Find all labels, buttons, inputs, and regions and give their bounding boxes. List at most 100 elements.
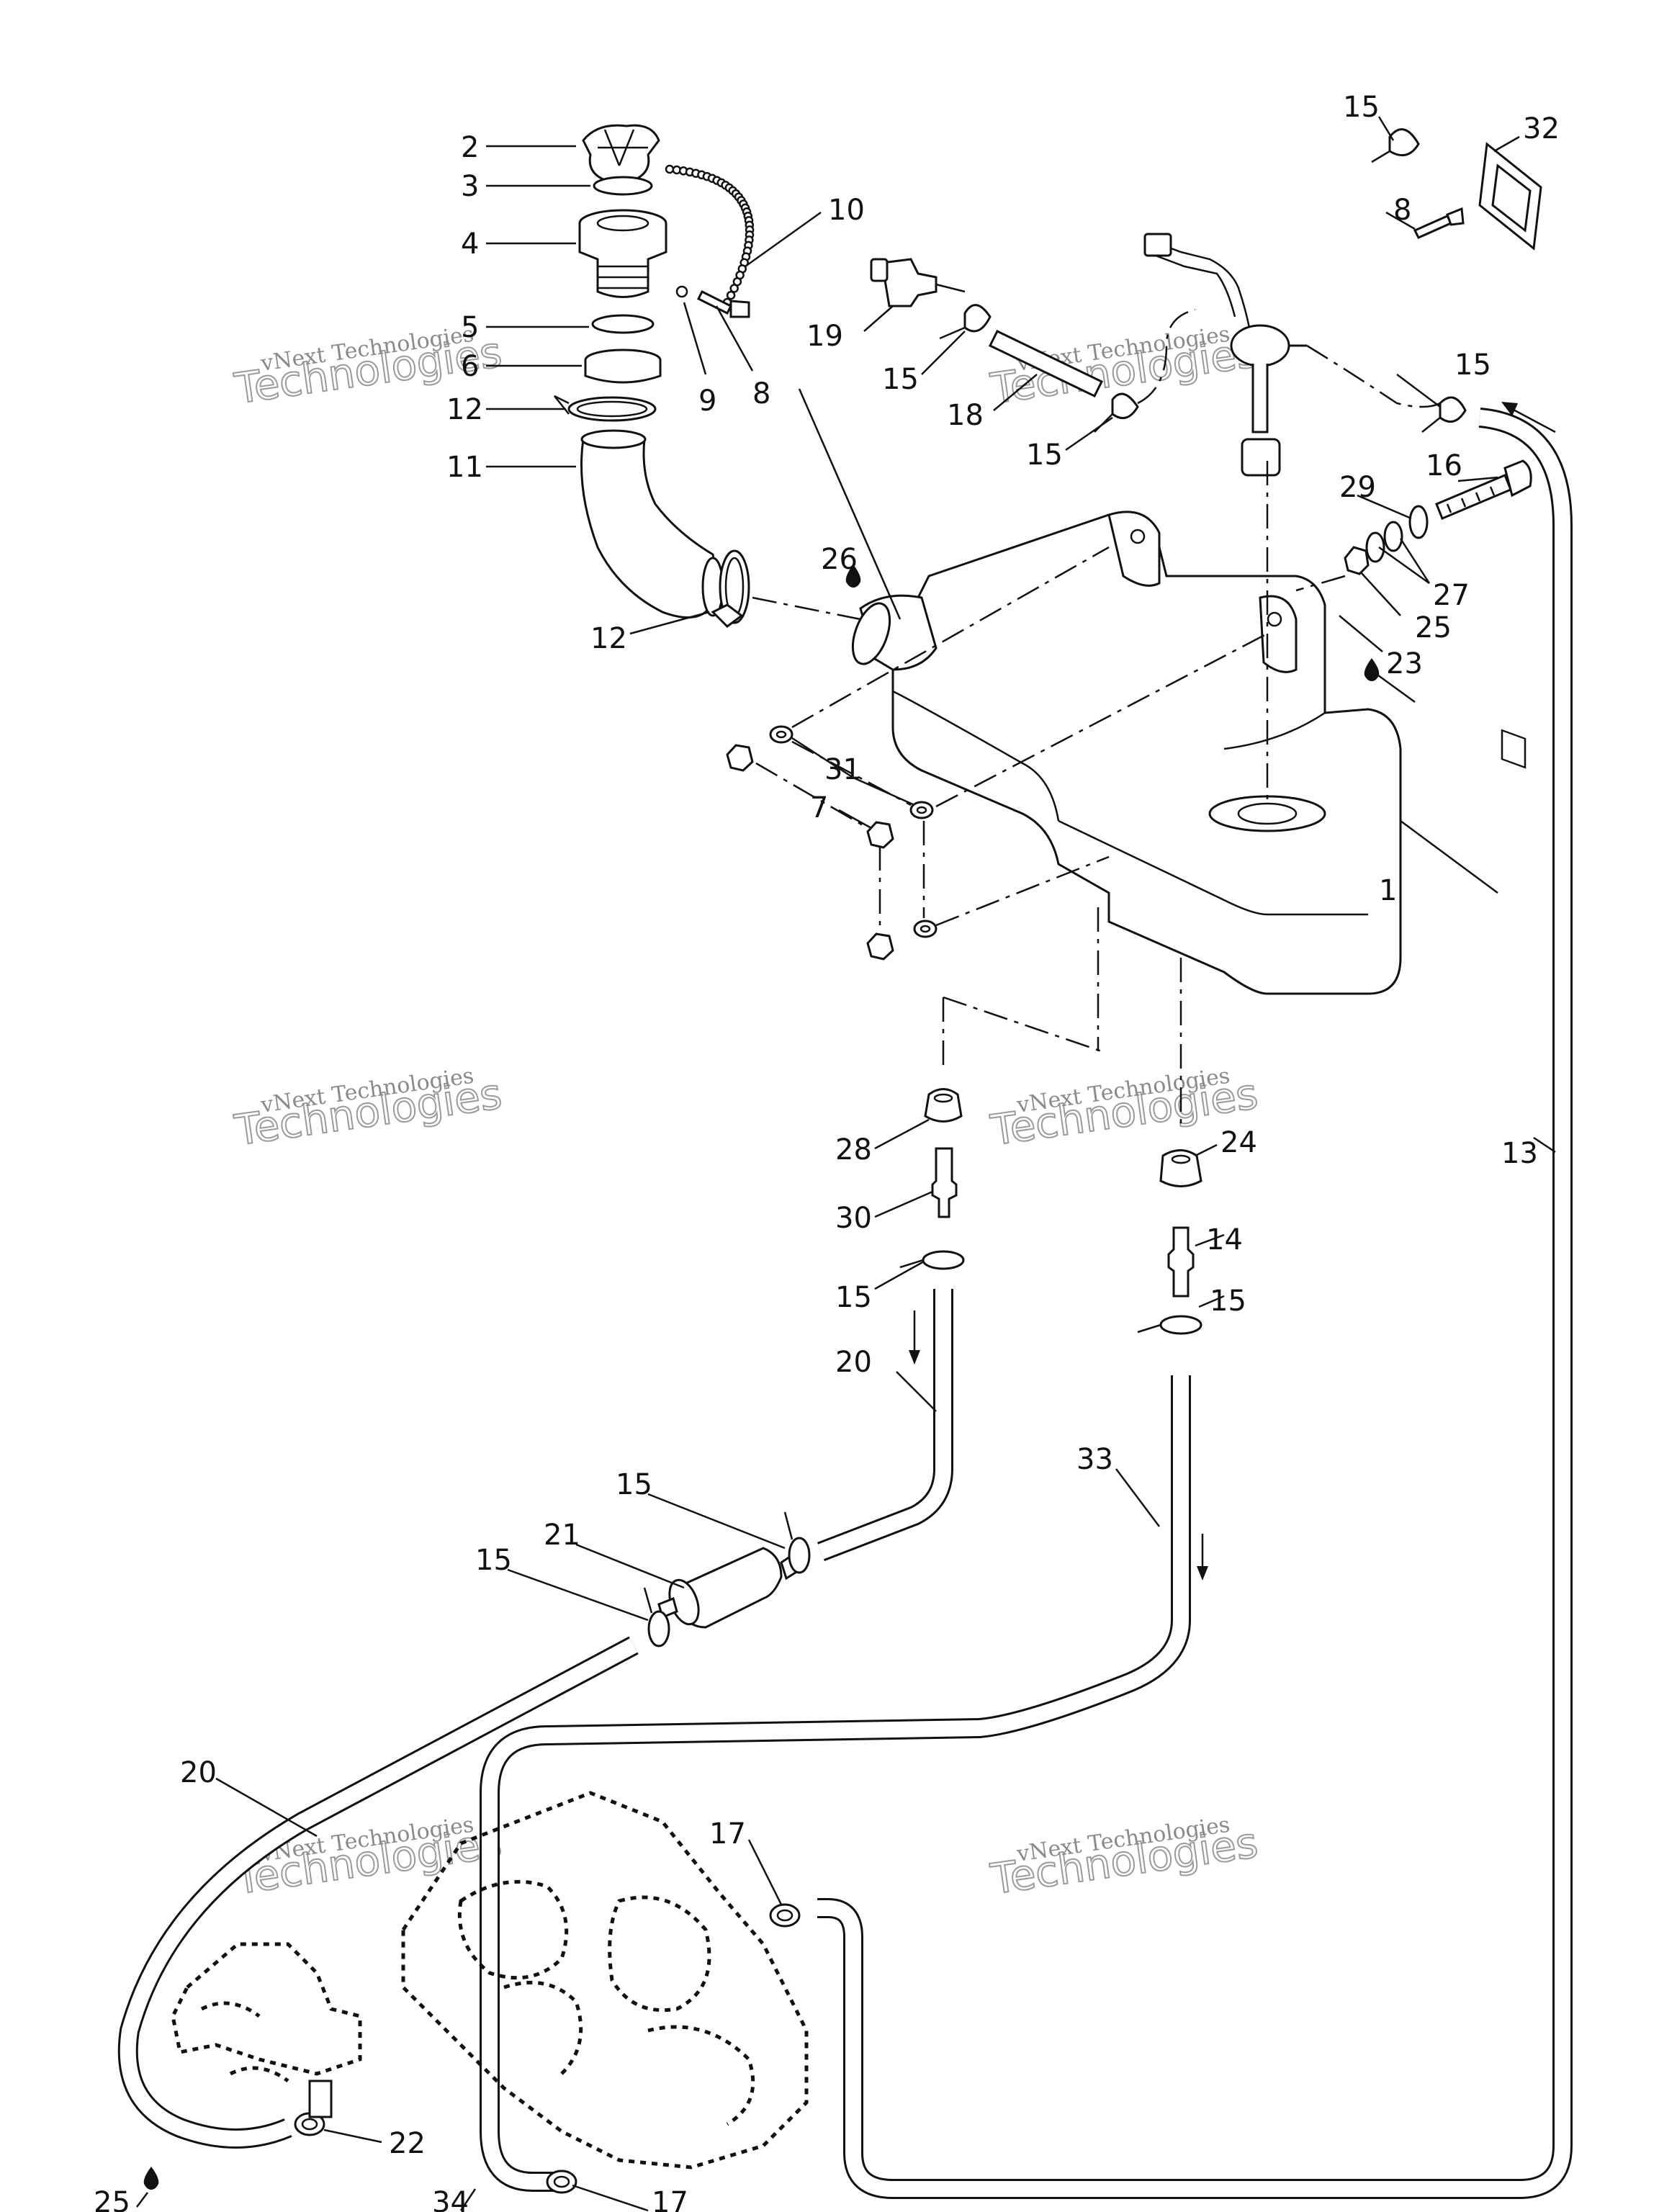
filler-cap	[582, 124, 660, 181]
hose-clamp-12-upper	[554, 395, 657, 422]
tank-outlet-opening	[1208, 795, 1326, 832]
filler-neck-adapter	[578, 209, 667, 298]
callout-labels: 1 2 3 4 5 6 7 8 8 9 10 11 12 12 13 14 15…	[94, 91, 1560, 2212]
hose-clamp-15	[939, 304, 992, 340]
callout-12-top: 12	[446, 393, 483, 426]
elbow-hose-11	[580, 429, 724, 619]
callout-15-h: 15	[475, 1544, 512, 1577]
fitting-14	[1167, 1226, 1195, 1298]
callout-22: 22	[389, 2127, 426, 2160]
callout-10: 10	[828, 194, 865, 227]
grommet-24	[1159, 1149, 1202, 1187]
sealant-drop-icon	[143, 2167, 159, 2190]
chain-bead	[726, 290, 736, 300]
callout-29: 29	[1339, 471, 1376, 504]
callout-9: 9	[698, 385, 716, 418]
callout-21: 21	[544, 1519, 580, 1552]
hose-clamp-15	[899, 1250, 965, 1270]
hose-clamp-15	[1137, 1315, 1202, 1335]
neck-gasket	[591, 314, 655, 334]
callout-8: 8	[752, 377, 770, 410]
callout-3: 3	[461, 170, 479, 203]
tank-mount-ear	[1259, 595, 1298, 673]
callout-14: 14	[1206, 1223, 1243, 1256]
callout-7: 7	[810, 791, 828, 824]
callout-15-b: 15	[1455, 349, 1491, 382]
callout-32: 32	[1523, 112, 1560, 145]
rivet-8	[1413, 207, 1465, 239]
callout-18: 18	[947, 399, 984, 432]
hose-33	[480, 1375, 1191, 2192]
watermark: Technologies vNext Technologies	[986, 1812, 1261, 1905]
callout-24: 24	[1220, 1126, 1257, 1159]
hose-20-upper	[817, 1289, 953, 1562]
watermark: Technologies vNext Technologies	[230, 1812, 505, 1905]
callout-33: 33	[1076, 1443, 1113, 1476]
washer-29	[1408, 505, 1429, 539]
hose-clamp-17	[769, 1903, 801, 1928]
callout-15-c: 15	[882, 363, 919, 396]
engine-phantom	[171, 1791, 809, 2170]
callout-15-g: 15	[616, 1468, 652, 1501]
callout-5: 5	[461, 311, 479, 344]
direction-arrow-icon	[1501, 402, 1556, 433]
tank-mount-ear	[1107, 511, 1161, 587]
hose-clamp-12-lower	[711, 549, 750, 628]
callout-8-top: 8	[1393, 194, 1411, 227]
callout-25: 25	[1415, 611, 1452, 644]
callout-15-f: 15	[1210, 1285, 1246, 1318]
watermark: Technologies vNext Technologies	[986, 1064, 1261, 1156]
callout-1: 1	[1379, 874, 1397, 907]
hose-20-lower	[117, 1636, 639, 2149]
cap-gasket	[593, 176, 653, 196]
centerline	[752, 596, 861, 621]
centerline	[1295, 575, 1346, 592]
callout-16: 16	[1426, 449, 1462, 482]
centerline	[1306, 344, 1441, 408]
cap-chain	[665, 164, 755, 307]
callout-20-a: 20	[835, 1346, 872, 1379]
leader-lines	[136, 116, 1556, 2212]
callout-4: 4	[461, 228, 479, 261]
hose-clamp-15	[1371, 128, 1420, 163]
hose-clamp-15	[1421, 396, 1467, 433]
chain-bead	[665, 164, 675, 174]
callout-25-b: 25	[94, 2186, 130, 2212]
callout-23: 23	[1386, 647, 1423, 680]
hose-13	[817, 408, 1573, 2199]
callout-11: 11	[446, 451, 483, 484]
centerline-group	[755, 461, 1269, 1123]
sealant-drop-icon	[845, 565, 861, 588]
hose-clamp-15	[783, 1511, 811, 1574]
callout-17-b: 17	[652, 2186, 688, 2212]
callout-12: 12	[590, 622, 627, 655]
lock-washer-27	[1383, 521, 1403, 552]
callout-2: 2	[461, 131, 479, 164]
direction-arrow-icon	[1197, 1534, 1208, 1581]
sealant-drop-icon	[1364, 658, 1380, 681]
nut-washer-set	[726, 725, 938, 961]
callout-31: 31	[824, 753, 861, 786]
direction-arrow-icon	[909, 1310, 920, 1364]
callout-15-e: 15	[835, 1281, 872, 1314]
chain-rivet	[675, 285, 750, 318]
vent-fitting-19	[870, 258, 966, 307]
callout-15-a: 15	[1343, 91, 1380, 124]
callout-6: 6	[461, 350, 479, 383]
callout-26: 26	[821, 543, 858, 576]
level-sensor	[1143, 233, 1307, 477]
hose-clamp-17	[546, 2170, 577, 2194]
centerline	[1137, 308, 1196, 405]
chain-bead	[729, 284, 739, 293]
inline-filter-21	[657, 1547, 799, 1629]
nut-25	[1344, 546, 1370, 575]
vent-hose-18	[988, 330, 1104, 397]
callout-19: 19	[806, 320, 843, 353]
oil-tank	[851, 511, 1402, 995]
callout-17-a: 17	[709, 1817, 746, 1851]
watermark: Technologies vNext Technologies	[230, 1064, 505, 1156]
callout-34: 34	[432, 2186, 469, 2212]
hose-clamp-15	[643, 1587, 670, 1647]
grommet-28	[924, 1088, 963, 1123]
